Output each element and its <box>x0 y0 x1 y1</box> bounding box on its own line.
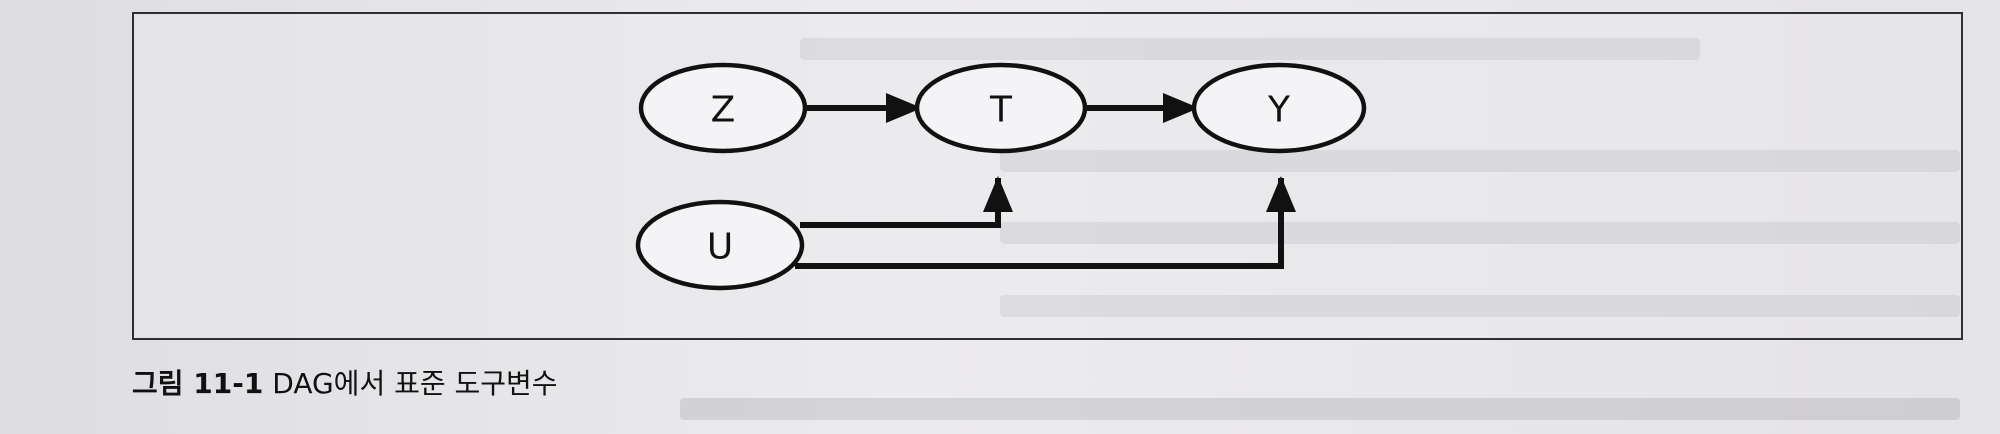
node-y: Y <box>1191 62 1367 154</box>
node-u-label: U <box>707 227 733 268</box>
edge-u-t <box>800 176 1013 228</box>
node-z-label: Z <box>711 90 736 131</box>
figure-frame <box>132 12 1963 340</box>
node-t-label: T <box>989 90 1013 131</box>
caption-label: 그림 11-1 <box>132 367 264 400</box>
node-t: T <box>914 62 1088 154</box>
node-z: Z <box>638 62 808 154</box>
figure-caption: 그림 11-1 DAG에서 표준 도구변수 <box>132 362 558 402</box>
node-y-label: Y <box>1267 90 1291 131</box>
edge-u-y <box>795 176 1296 269</box>
caption-text: DAG에서 표준 도구변수 <box>272 367 558 400</box>
node-u: U <box>635 199 805 291</box>
